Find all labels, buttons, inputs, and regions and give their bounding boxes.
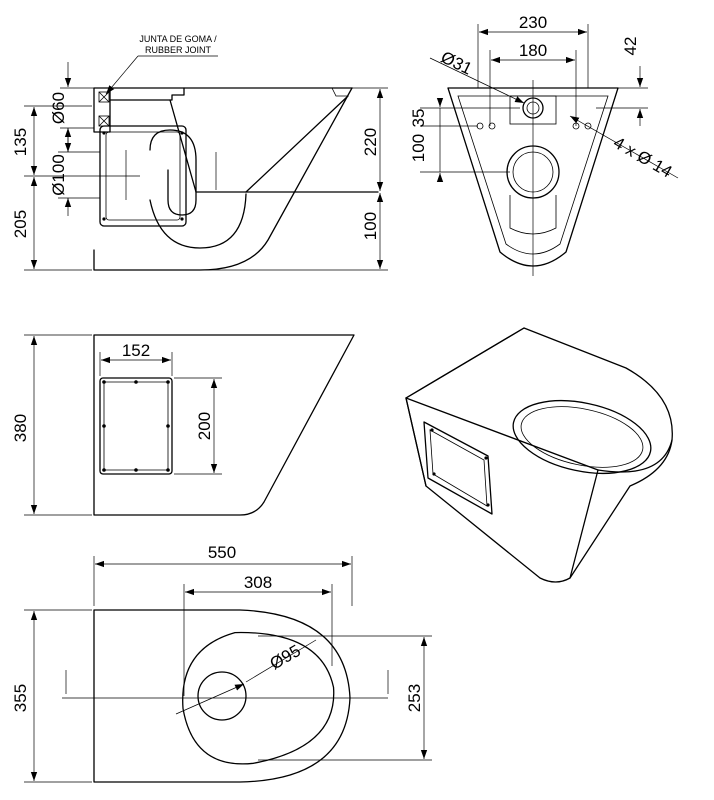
dim-35-label: 35 [409, 109, 428, 128]
dim-100-35: 100 35 [409, 98, 520, 182]
top-plan-view: 550 308 Ø95 355 25 [11, 543, 432, 783]
dim-152-label: 152 [122, 341, 150, 360]
dim-180-label: 180 [519, 41, 547, 60]
rubber-joint-symbol [98, 91, 110, 127]
dim-135: 135 [11, 105, 92, 177]
dim-200-label: 200 [195, 412, 214, 440]
dim-holes-label: 4 x Ø 14 [610, 133, 675, 182]
dim-253: 253 [258, 635, 432, 761]
dim-230-label: 230 [519, 13, 547, 32]
dim-380: 380 [11, 334, 92, 516]
rear-view: 230 180 42 Ø31 4 x Ø 14 [409, 13, 679, 276]
dim-205-label: 205 [11, 210, 30, 238]
dim-d95-label: Ø95 [267, 641, 304, 674]
dim-230: 230 [477, 13, 589, 88]
dim-200: 200 [174, 377, 222, 475]
dim-180: 180 [489, 41, 577, 126]
dim-d100: Ø100 [49, 134, 100, 216]
dim-42-label: 42 [621, 37, 640, 56]
dim-220-label: 220 [361, 128, 380, 156]
dim-355-label: 355 [11, 684, 30, 712]
dim-100-side: 100 [200, 193, 388, 271]
dim-d31: Ø31 [429, 47, 525, 104]
dim-d60: Ø60 [49, 62, 94, 152]
dim-holes: 4 x Ø 14 [569, 115, 679, 182]
dim-d100-label: Ø100 [49, 154, 68, 196]
dim-152: 152 [99, 341, 173, 376]
dim-d31-label: Ø31 [438, 47, 475, 78]
isometric-view [405, 327, 673, 583]
dim-135-label: 135 [11, 128, 30, 156]
dim-d95: Ø95 [175, 639, 317, 715]
dim-220: 220 [352, 87, 388, 191]
side-section-view: JUNTA DE GOMA / RUBBER JOINT Ø60 Ø100 13… [11, 34, 388, 271]
dim-253-label: 253 [405, 684, 424, 712]
rubber-joint-label-en: RUBBER JOINT [145, 45, 212, 55]
dim-100-side-label: 100 [361, 212, 380, 240]
dim-308: 308 [183, 573, 333, 696]
dim-d60-label: Ø60 [49, 92, 68, 124]
dim-205: 205 [11, 177, 92, 271]
dim-355: 355 [11, 609, 92, 783]
dim-42: 42 [590, 37, 648, 126]
rubber-joint-label-es: JUNTA DE GOMA / [139, 34, 217, 44]
dim-308-label: 308 [244, 573, 272, 592]
dim-100-rear-label: 100 [409, 134, 428, 162]
dim-380-label: 380 [11, 414, 30, 442]
side-elevation-view: 152 200 380 [11, 334, 355, 516]
dim-550: 550 [93, 543, 353, 606]
dim-550-label: 550 [208, 543, 236, 562]
